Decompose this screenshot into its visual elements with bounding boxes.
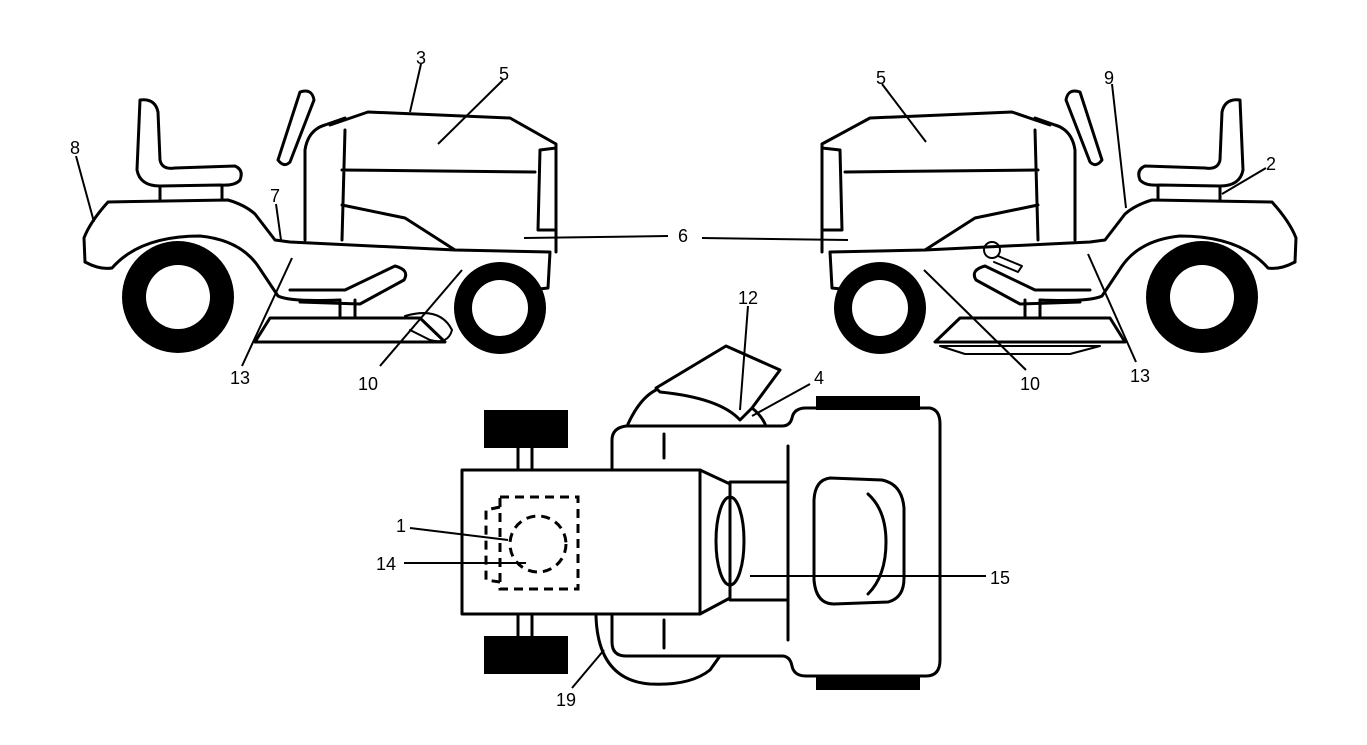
callout-9: 9 xyxy=(1104,68,1114,88)
leader-10-left xyxy=(379,269,463,367)
leader-6-right xyxy=(701,237,849,241)
callout-12: 12 xyxy=(738,288,758,308)
leader-6-left xyxy=(523,235,669,239)
callout-5-right: 5 xyxy=(876,68,886,88)
callout-10-left: 10 xyxy=(358,374,378,394)
callout-1: 1 xyxy=(396,516,406,536)
leader-8 xyxy=(75,155,95,223)
right-front-hub xyxy=(852,280,908,336)
right-rear-fender xyxy=(828,198,1298,292)
top-hood xyxy=(460,468,702,616)
callout-10-right: 10 xyxy=(1020,374,1040,394)
top-deck-curve-left xyxy=(626,388,658,426)
top-dash-cowl xyxy=(698,468,732,616)
leader-9 xyxy=(1111,83,1127,209)
left-hood xyxy=(328,110,558,254)
callout-8: 8 xyxy=(70,138,80,158)
top-body-outline xyxy=(610,406,942,678)
top-engine-circle xyxy=(508,514,568,574)
leader-13-left xyxy=(241,257,293,367)
callout-13-left: 13 xyxy=(230,368,250,388)
right-steering-column xyxy=(1033,116,1077,242)
leader-7 xyxy=(275,203,282,241)
callout-15: 15 xyxy=(990,568,1010,588)
leader-12 xyxy=(739,305,749,411)
leader-5-left xyxy=(437,79,504,145)
leader-2 xyxy=(1221,167,1267,195)
left-steering-column xyxy=(303,116,347,242)
leader-4 xyxy=(751,383,811,417)
left-steering-wheel xyxy=(276,89,316,167)
callout-5-left: 5 xyxy=(499,64,509,84)
callout-19: 19 xyxy=(556,690,576,710)
left-seat-back xyxy=(135,98,243,188)
callout-4: 4 xyxy=(814,368,824,388)
callout-7: 7 xyxy=(270,186,280,206)
right-lever xyxy=(993,255,1023,273)
top-front-right-tire xyxy=(484,636,568,674)
right-seat-back xyxy=(1137,98,1245,188)
left-mower-deck xyxy=(253,316,447,344)
right-footrest xyxy=(972,264,1092,306)
right-fender-arch xyxy=(1038,234,1297,302)
top-view xyxy=(460,344,942,690)
left-side-view xyxy=(82,89,558,354)
right-rear-hub xyxy=(1170,265,1234,329)
top-discharge-chute xyxy=(654,344,782,422)
right-hood xyxy=(820,110,1052,254)
top-engine-outline xyxy=(498,495,580,591)
callout-6: 6 xyxy=(678,226,688,246)
left-fender-arch xyxy=(83,234,342,302)
top-front-left-tire xyxy=(484,410,568,448)
right-deck-hangers xyxy=(1023,298,1042,320)
top-seat xyxy=(812,476,906,606)
left-footrest xyxy=(288,264,408,306)
left-deck-hangers xyxy=(338,298,357,320)
top-seat-back xyxy=(866,492,888,596)
top-chute-edge xyxy=(750,406,768,428)
left-front-hub xyxy=(472,280,528,336)
callout-labels: 3 5 5 9 2 8 7 6 13 10 10 13 12 4 1 14 15… xyxy=(70,48,1276,710)
top-engine-bracket xyxy=(484,505,501,584)
callout-3: 3 xyxy=(416,48,426,68)
right-grille xyxy=(820,146,844,232)
top-steering-frame xyxy=(728,480,790,602)
leader-5-right xyxy=(881,83,927,143)
left-seat-base xyxy=(158,184,224,202)
top-steering-wheel xyxy=(714,495,746,587)
leader-10-right xyxy=(923,269,1027,371)
callout-2: 2 xyxy=(1266,154,1276,174)
leader-lines xyxy=(75,63,1267,689)
right-lever-knob xyxy=(983,241,1001,259)
leader-1 xyxy=(409,527,509,541)
leader-19 xyxy=(571,649,605,689)
right-mower-deck xyxy=(933,316,1127,344)
right-side-view xyxy=(820,89,1298,355)
top-front-axle-stubs xyxy=(516,446,534,638)
right-seat-base xyxy=(1156,184,1222,202)
callout-14: 14 xyxy=(376,554,396,574)
top-deck-curve-bottom xyxy=(594,614,722,686)
leader-3 xyxy=(409,63,422,113)
left-rear-fender xyxy=(82,198,552,292)
right-deck-shield xyxy=(939,345,1101,355)
left-grille xyxy=(536,146,558,232)
leader-13-right xyxy=(1087,253,1137,363)
callout-13-right: 13 xyxy=(1130,366,1150,386)
top-rear-right-tire xyxy=(816,676,920,690)
left-rear-hub xyxy=(146,265,210,329)
right-steering-wheel xyxy=(1064,89,1104,167)
